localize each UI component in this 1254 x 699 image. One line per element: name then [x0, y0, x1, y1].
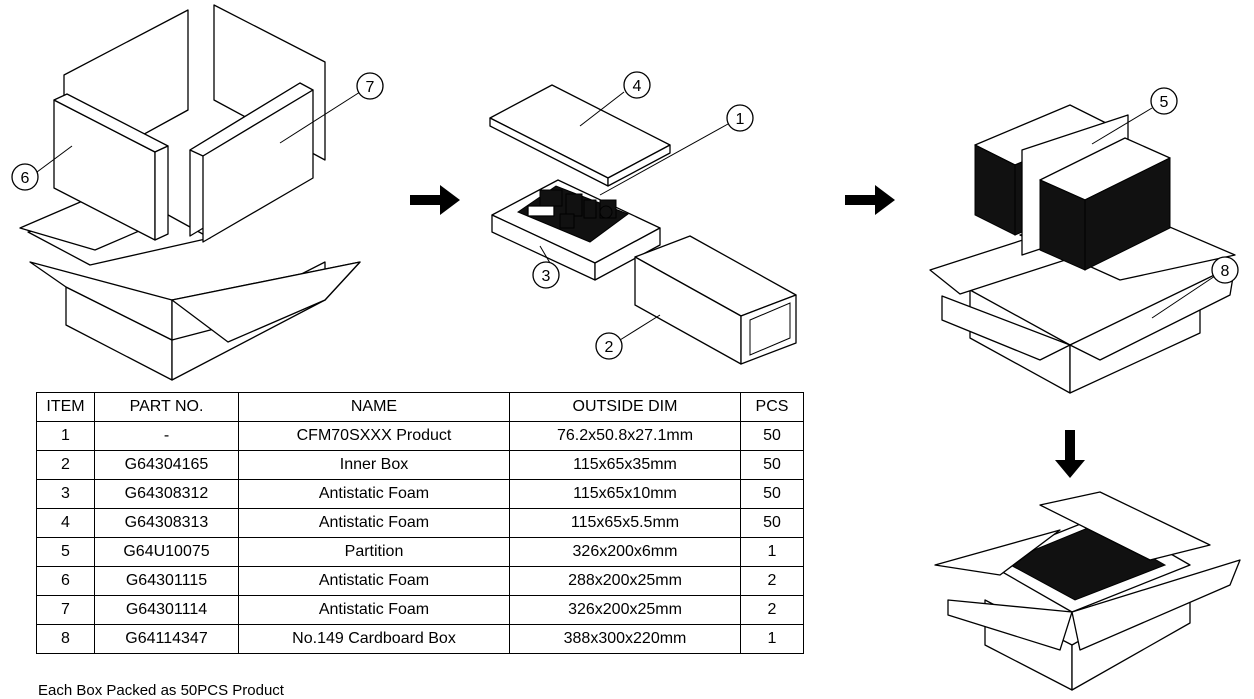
item-cell: 8 [36, 624, 95, 654]
callout-3: 3 [532, 261, 560, 289]
pcs-cell: 1 [740, 624, 804, 654]
dim-cell: 288x200x25mm [509, 566, 741, 596]
product-inner-box-illustration [489, 84, 797, 365]
dim-cell: 115x65x35mm [509, 450, 741, 480]
callout-4: 4 [623, 71, 651, 99]
carton-with-foam-illustration [19, 4, 361, 381]
pcs-cell: 1 [740, 537, 804, 567]
dim-cell: 115x65x5.5mm [509, 508, 741, 538]
table-row: 5 G64U10075 Partition 326x200x6mm 1 [36, 537, 804, 567]
callout-6: 6 [11, 163, 39, 191]
name-cell: Antistatic Foam [238, 508, 510, 538]
dim-cell: 115x65x10mm [509, 479, 741, 509]
callout-8: 8 [1211, 256, 1239, 284]
name-cell: Antistatic Foam [238, 595, 510, 625]
item-cell: 1 [36, 421, 95, 451]
pcs-cell: 50 [740, 479, 804, 509]
down-arrow [1055, 430, 1085, 478]
name-cell: Inner Box [238, 450, 510, 480]
part-no-cell: G64301114 [94, 595, 239, 625]
stacked-boxes-illustration [929, 104, 1236, 394]
item-cell: 6 [36, 566, 95, 596]
header-name: NAME [238, 392, 510, 422]
table-header-row: ITEM PART NO. NAME OUTSIDE DIM PCS [36, 392, 804, 422]
pcs-cell: 2 [740, 566, 804, 596]
header-outside-dim: OUTSIDE DIM [509, 392, 741, 422]
pcs-cell: 50 [740, 508, 804, 538]
footnote: Each Box Packed as 50PCS Product [38, 682, 284, 699]
callout-7-label: 7 [366, 79, 375, 96]
item-cell: 2 [36, 450, 95, 480]
part-no-cell: - [94, 421, 239, 451]
right-arrow-1 [410, 185, 460, 215]
dim-cell: 388x300x220mm [509, 624, 741, 654]
header-pcs: PCS [740, 392, 804, 422]
table-row: 4 G64308313 Antistatic Foam 115x65x5.5mm… [36, 508, 804, 538]
part-no-cell: G64U10075 [94, 537, 239, 567]
name-cell: Antistatic Foam [238, 479, 510, 509]
callout-2-label: 2 [605, 339, 614, 356]
table-row: 8 G64114347 No.149 Cardboard Box 388x300… [36, 624, 804, 654]
item-cell: 3 [36, 479, 95, 509]
name-cell: Partition [238, 537, 510, 567]
callout-3-label: 3 [542, 268, 551, 285]
parts-table: ITEM PART NO. NAME OUTSIDE DIM PCS 1 - C… [36, 392, 804, 654]
callout-2: 2 [595, 332, 623, 360]
pcs-cell: 50 [740, 450, 804, 480]
table-row: 7 G64301114 Antistatic Foam 326x200x25mm… [36, 595, 804, 625]
right-arrow-2 [845, 185, 895, 215]
part-no-cell: G64308312 [94, 479, 239, 509]
leader-lines [36, 91, 1216, 341]
name-cell: No.149 Cardboard Box [238, 624, 510, 654]
dim-cell: 76.2x50.8x27.1mm [509, 421, 741, 451]
table-row: 3 G64308312 Antistatic Foam 115x65x10mm … [36, 479, 804, 509]
name-cell: CFM70SXXX Product [238, 421, 510, 451]
callout-5-label: 5 [1160, 94, 1169, 111]
callout-7: 7 [356, 72, 384, 100]
callout-1: 1 [726, 104, 754, 132]
part-no-cell: G64114347 [94, 624, 239, 654]
dim-cell: 326x200x6mm [509, 537, 741, 567]
part-no-cell: G64304165 [94, 450, 239, 480]
callout-8-label: 8 [1221, 263, 1230, 280]
pcs-cell: 50 [740, 421, 804, 451]
item-cell: 7 [36, 595, 95, 625]
part-no-cell: G64301115 [94, 566, 239, 596]
name-cell: Antistatic Foam [238, 566, 510, 596]
callout-1-label: 1 [736, 111, 745, 128]
table-row: 6 G64301115 Antistatic Foam 288x200x25mm… [36, 566, 804, 596]
table-row: 1 - CFM70SXXX Product 76.2x50.8x27.1mm 5… [36, 421, 804, 451]
callout-4-label: 4 [633, 78, 642, 95]
final-box-illustration [934, 491, 1241, 691]
part-no-cell: G64308313 [94, 508, 239, 538]
item-cell: 5 [36, 537, 95, 567]
item-cell: 4 [36, 508, 95, 538]
header-item: ITEM [36, 392, 95, 422]
table-row: 2 G64304165 Inner Box 115x65x35mm 50 [36, 450, 804, 480]
pcs-cell: 2 [740, 595, 804, 625]
header-part-no: PART NO. [94, 392, 239, 422]
dim-cell: 326x200x25mm [509, 595, 741, 625]
callout-5: 5 [1150, 87, 1178, 115]
callout-6-label: 6 [21, 170, 30, 187]
